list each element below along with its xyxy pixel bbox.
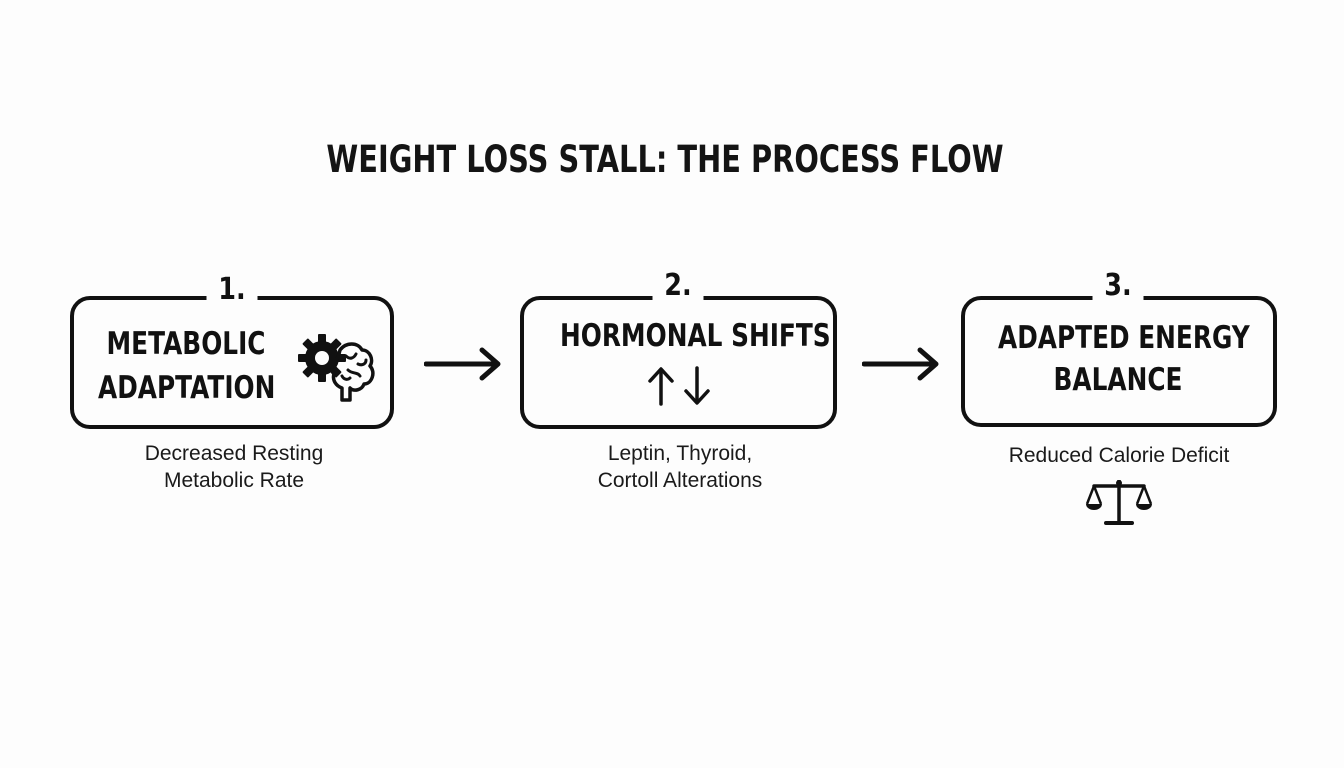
gear-brain-icon: [298, 334, 375, 402]
balance-scale-icon: [1085, 480, 1153, 525]
step-3-caption: Reduced Calorie Deficit: [1008, 444, 1230, 467]
step-1-title-line1: METABOLIC: [106, 326, 266, 362]
step-1-caption-line1: Decreased Resting: [144, 442, 324, 465]
up-down-arrows-icon: [648, 366, 710, 406]
step-1-number: 1.: [206, 272, 258, 308]
diagram-title: WEIGHT LOSS STALL: THE PROCESS FLOW: [326, 138, 1004, 181]
flow-arrow-2: [862, 347, 939, 381]
step-3-box: [961, 296, 1277, 427]
step-2-caption-line2: Cortoll Alterations: [597, 469, 763, 492]
step-3-title-line1: ADAPTED ENERGY: [998, 320, 1250, 356]
flow-arrow-1: [424, 347, 501, 381]
step-1-title-line2: ADAPTATION: [98, 370, 276, 406]
step-1-caption-line2: Metabolic Rate: [163, 469, 305, 492]
step-3-title-line2: BALANCE: [1053, 362, 1183, 398]
step-2-caption-line1: Leptin, Thyroid,: [607, 442, 753, 465]
step-2-number: 2.: [652, 268, 704, 304]
step-2-title: HORMONAL SHIFTS: [560, 318, 831, 354]
step-2-box: [520, 296, 837, 429]
step-3-number: 3.: [1092, 268, 1144, 304]
